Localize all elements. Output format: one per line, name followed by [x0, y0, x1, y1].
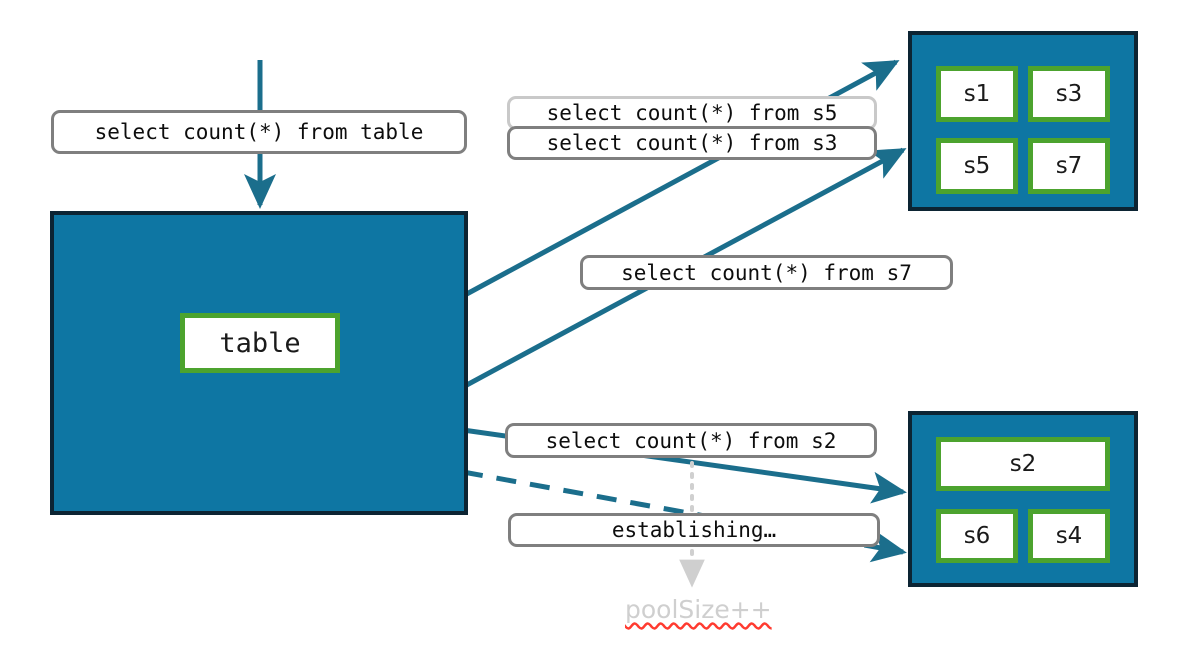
cell-s3[interactable]: s3	[1028, 66, 1110, 122]
cell-s4[interactable]: s4	[1028, 509, 1110, 563]
cell-table[interactable]: table	[180, 313, 340, 373]
cell-s6[interactable]: s6	[936, 509, 1018, 563]
label-query-s7[interactable]: select count(*) from s7	[580, 255, 953, 290]
label-query-s3[interactable]: select count(*) from s3	[507, 126, 877, 160]
annotation-pool-size: poolSize++	[625, 595, 772, 624]
cell-s5[interactable]: s5	[936, 138, 1018, 194]
label-entry-query[interactable]: select count(*) from table	[51, 110, 467, 154]
cell-s1[interactable]: s1	[936, 66, 1018, 122]
label-establishing[interactable]: establishing…	[508, 513, 880, 547]
cell-s7[interactable]: s7	[1028, 138, 1110, 194]
label-query-s5[interactable]: select count(*) from s5	[507, 96, 877, 130]
cell-s2[interactable]: s2	[936, 437, 1110, 491]
label-query-s2[interactable]: select count(*) from s2	[505, 423, 877, 458]
